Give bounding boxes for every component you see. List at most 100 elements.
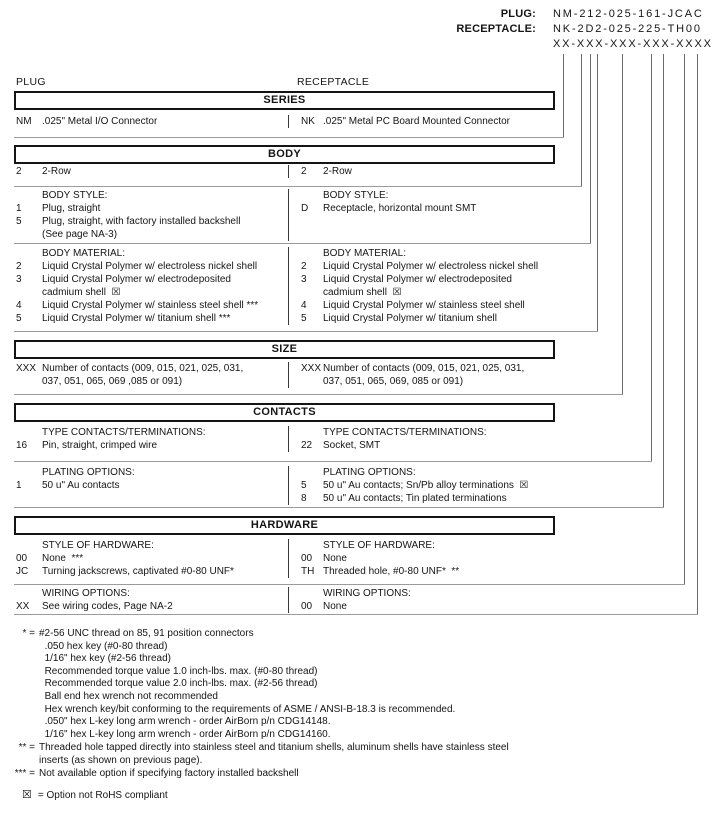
contact-type-options: TYPE CONTACTS/TERMINATIONS: 16 Pin, stra… (14, 426, 555, 452)
option-text: Liquid Crystal Polymer w/ titanium shell… (42, 313, 231, 324)
column-divider (288, 247, 289, 325)
option-text: Number of contacts (009, 015, 021, 025, … (42, 363, 244, 387)
option-text: 2-Row (323, 166, 352, 177)
option-text: Liquid Crystal Polymer w/ titanium shell (323, 313, 497, 324)
option-code: 2 (16, 166, 22, 177)
option-text: Liquid Crystal Polymer w/ electrodeposit… (42, 274, 231, 298)
body-style-plug: BODY STYLE: 1 Plug, straight 5 Plug, str… (14, 189, 288, 241)
code-spacer (14, 189, 42, 202)
option-row: D Receptacle, horizontal mount SMT (300, 202, 555, 215)
option-row: XXX Number of contacts (009, 015, 021, 0… (300, 362, 555, 388)
option-code: XXX (301, 363, 322, 374)
plating-options: PLATING OPTIONS: 1 50 u" Au contacts PLA… (14, 466, 555, 505)
rule-size (14, 394, 623, 395)
mask-spacer (300, 37, 536, 51)
option-row: XX See wiring codes, Page NA-2 (14, 600, 288, 613)
footnote-single-asterisk: * = #2-56 UNC thread on 85, 91 position … (8, 628, 699, 741)
hardware-section-header: HARDWARE (14, 516, 555, 535)
body-row-plug: 2 2-Row (14, 165, 288, 178)
option-code: 1 (16, 203, 22, 214)
option-text: Liquid Crystal Polymer w/ electroless ni… (42, 261, 258, 272)
code-spacer (300, 426, 323, 439)
option-code: 5 (301, 313, 307, 324)
option-code: 00 (301, 601, 313, 612)
column-divider (288, 587, 289, 613)
option-text: 50 u" Au contacts; Tin plated terminatio… (323, 493, 507, 504)
column-divider (288, 189, 289, 241)
leader-line-hardware-style (684, 54, 685, 584)
group-heading-row: STYLE OF HARDWARE: (300, 539, 555, 552)
option-text: .025" Metal PC Board Mounted Connector (323, 116, 510, 127)
option-code: 3 (16, 274, 22, 285)
option-row: 3 Liquid Crystal Polymer w/ electrodepos… (14, 273, 288, 299)
option-row: NK .025" Metal PC Board Mounted Connecto… (300, 115, 555, 128)
receptacle-part-number-row: RECEPTACLE: NK-2D2-025-225-TH00 (300, 22, 717, 36)
rule-wiring (14, 614, 698, 615)
option-code: JC (16, 566, 29, 577)
option-text: Pin, straight, crimped wire (42, 440, 158, 451)
plug-part-number-row: PLUG: NM-212-025-161-JCAC (300, 7, 717, 21)
wiring-plug: WIRING OPTIONS: XX See wiring codes, Pag… (14, 587, 288, 613)
option-text: None (323, 553, 347, 564)
digit-mask: XX-XXX-XXX-XXX-XXXX (553, 38, 713, 50)
leader-line-size (622, 54, 623, 394)
body-section-header: BODY (14, 145, 555, 164)
option-code: 2 (16, 261, 22, 272)
option-code: 8 (301, 493, 307, 504)
contact-type-receptacle: TYPE CONTACTS/TERMINATIONS: 22 Socket, S… (289, 426, 555, 452)
option-code: 3 (301, 274, 307, 285)
option-code: 5 (16, 216, 22, 227)
plug-label: PLUG: (500, 8, 536, 20)
option-code: 16 (16, 440, 28, 451)
series-options: NM .025" Metal I/O Connector NK .025" Me… (14, 115, 555, 128)
leader-line-body-material (597, 54, 598, 331)
option-code: TH (301, 566, 315, 577)
wiring-options: WIRING OPTIONS: XX See wiring codes, Pag… (14, 587, 555, 613)
leader-line-body-style (590, 54, 591, 243)
body-row-options: 2 2-Row 2 2-Row (14, 165, 555, 178)
option-row: 3 Liquid Crystal Polymer w/ electrodepos… (300, 273, 555, 299)
option-text: Turning jackscrews, captivated #0-80 UNF… (42, 566, 234, 577)
column-divider (288, 466, 289, 505)
rohs-note-text: = Option not RoHS compliant (37, 790, 168, 801)
receptacle-label: RECEPTACLE: (456, 23, 536, 35)
group-heading: TYPE CONTACTS/TERMINATIONS: (323, 427, 487, 438)
digit-mask-row: XX-XXX-XXX-XXX-XXXX (300, 37, 717, 51)
rule-contact-type (14, 461, 652, 462)
option-text: None *** (42, 553, 84, 564)
option-row: TH Threaded hole, #0-80 UNF* ** (300, 565, 555, 578)
group-heading-row: TYPE CONTACTS/TERMINATIONS: (14, 426, 288, 439)
group-heading-row: PLATING OPTIONS: (300, 466, 555, 479)
option-row: 2 Liquid Crystal Polymer w/ electroless … (300, 260, 555, 273)
group-heading-row: STYLE OF HARDWARE: (14, 539, 288, 552)
code-spacer (300, 466, 323, 479)
group-heading: TYPE CONTACTS/TERMINATIONS: (42, 427, 206, 438)
column-divider (288, 539, 289, 578)
option-text: 2-Row (42, 166, 71, 177)
footnote-text: #2-56 UNC thread on 85, 91 position conn… (39, 628, 456, 740)
group-heading: BODY STYLE: (42, 190, 108, 201)
body-row-receptacle: 2 2-Row (289, 165, 555, 178)
option-code: XXX (16, 363, 37, 374)
option-row: 1 Plug, straight (14, 202, 288, 215)
body-style-receptacle: BODY STYLE: D Receptacle, horizontal mou… (289, 189, 555, 241)
group-heading: BODY MATERIAL: (42, 248, 125, 259)
option-code: 00 (301, 553, 313, 564)
code-spacer (300, 247, 323, 260)
option-row: 2 Liquid Crystal Polymer w/ electroless … (14, 260, 288, 273)
group-heading: STYLE OF HARDWARE: (323, 540, 435, 551)
option-code: 22 (301, 440, 313, 451)
code-spacer (300, 539, 323, 552)
series-receptacle-options: NK .025" Metal PC Board Mounted Connecto… (289, 115, 555, 128)
option-text: None (323, 601, 347, 612)
contacts-section-header: CONTACTS (14, 403, 555, 422)
option-row: 00 None (300, 600, 555, 613)
option-row: NM .025" Metal I/O Connector (14, 115, 288, 128)
column-divider (288, 165, 289, 178)
option-code: 4 (16, 300, 22, 311)
option-row: XXX Number of contacts (009, 015, 021, 0… (14, 362, 288, 388)
leader-line-body-row (581, 54, 582, 186)
footnote-triple-asterisk: *** = Not available option if specifying… (8, 768, 699, 781)
receptacle-column-label: RECEPTACLE (297, 76, 370, 88)
